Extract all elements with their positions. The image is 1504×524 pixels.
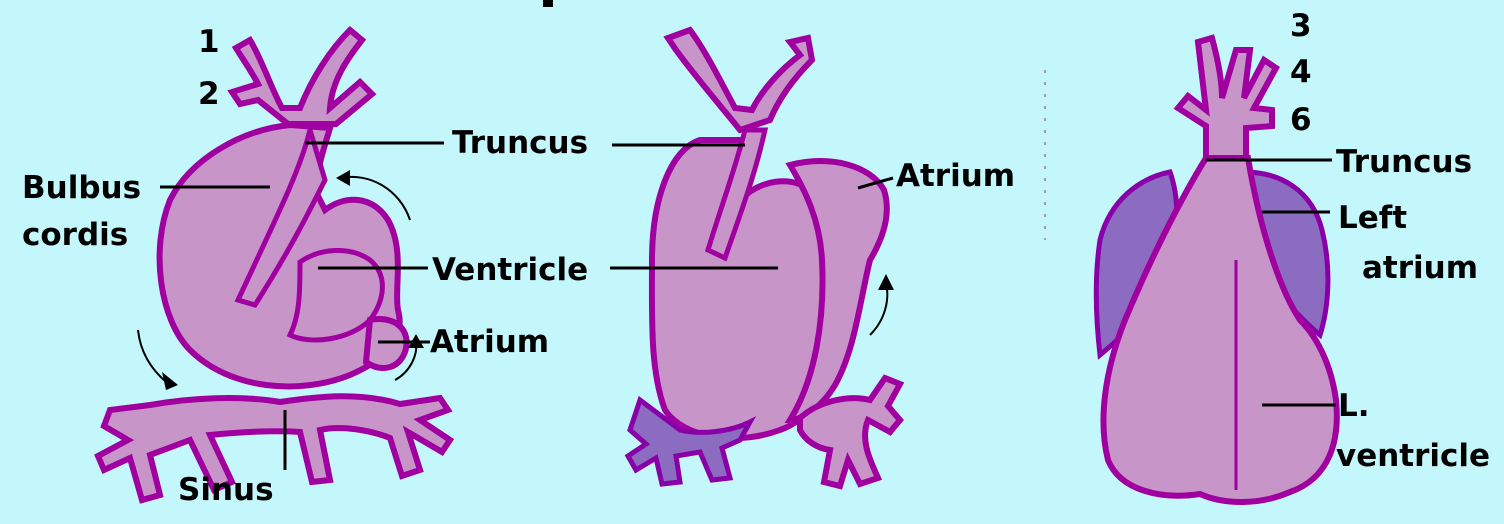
left-heart-looping-stage: 1 2 Truncus Bulbus cordis Ventricle Atri… (22, 24, 588, 508)
left-atrium-label-line1: Left (1338, 200, 1407, 236)
left-upper-arrowhead (336, 170, 350, 186)
arch-label-1: 1 (198, 24, 220, 60)
arch-label-6: 6 (1290, 102, 1312, 138)
sinus-label: Sinus (178, 472, 274, 508)
left-sinus-venosus (98, 396, 450, 500)
ventricle-label-left: Ventricle (432, 252, 588, 288)
arch-label-2: 2 (198, 76, 220, 112)
l-ventricle-label-line1: L. (1338, 388, 1370, 424)
right-aortic-arch-branches (1178, 38, 1276, 160)
left-lower-arrowhead (162, 372, 178, 390)
arch-label-4: 4 (1290, 54, 1312, 90)
middle-arrowhead (878, 274, 894, 290)
arch-label-3: 3 (1290, 8, 1312, 44)
right-heart-mature-stage: 3 4 6 Truncus Left atrium L. ventricle (1096, 8, 1490, 502)
left-atrium-bump (366, 319, 407, 368)
top-glyph-fragment (543, 0, 553, 7)
bulbus-label-line2: cordis (22, 217, 128, 253)
middle-aortic-arch-branches (668, 30, 812, 130)
truncus-label-left: Truncus (452, 125, 588, 161)
atrium-label-middle: Atrium (896, 158, 1015, 194)
bulbus-label-line1: Bulbus (22, 170, 141, 206)
left-aortic-arch-branches (232, 30, 372, 124)
l-ventricle-label-line2: ventricle (1336, 438, 1490, 474)
atrium-label-left: Atrium (430, 324, 549, 360)
middle-heart-looping-stage: Atrium (610, 30, 1015, 486)
truncus-label-right: Truncus (1336, 144, 1472, 180)
left-atrium-label-line2: atrium (1362, 250, 1478, 286)
